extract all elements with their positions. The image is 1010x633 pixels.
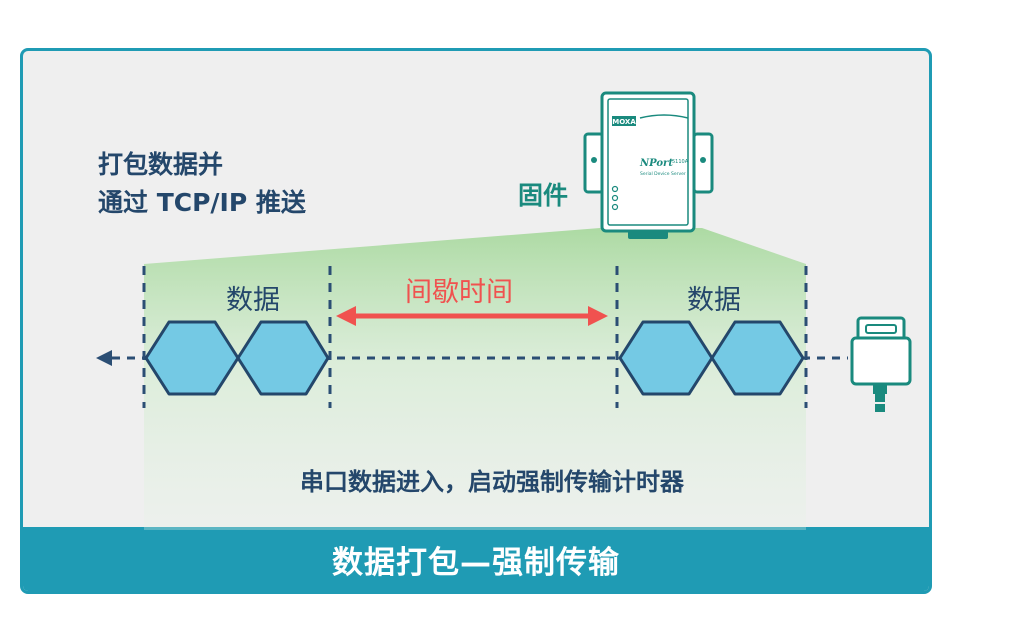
svg-text:NPort: NPort <box>639 158 673 169</box>
packet-boundaries <box>142 266 808 408</box>
nport-device-icon: MOXA NPort 5110A Serial Device Server <box>583 91 714 239</box>
banner-title: 数据打包—强制传输 <box>23 527 929 591</box>
pack-note-line-1: 打包数据并 <box>98 150 224 179</box>
svg-text:5110A: 5110A <box>672 159 689 165</box>
serial-timer-note: 串口数据进入，启动强制传输计时器 <box>300 468 684 496</box>
spotlight-beam <box>144 228 806 530</box>
svg-text:MOXA: MOXA <box>612 118 636 126</box>
data-label-left: 数据 <box>226 285 280 316</box>
hexagon-data-4 <box>710 320 805 396</box>
serial-connector-icon <box>850 316 912 412</box>
data-label-right: 数据 <box>687 285 741 316</box>
pack-and-push-note: 打包数据并 通过 TCP/IP 推送 <box>98 146 306 222</box>
svg-text:Serial Device Server: Serial Device Server <box>640 171 686 177</box>
interval-label: 间歇时间 <box>405 277 513 308</box>
pack-note-line-2: 通过 TCP/IP 推送 <box>98 188 306 217</box>
hexagon-data-2 <box>236 320 330 396</box>
firmware-label: 固件 <box>518 181 569 210</box>
left-arrow-icon <box>96 350 112 366</box>
